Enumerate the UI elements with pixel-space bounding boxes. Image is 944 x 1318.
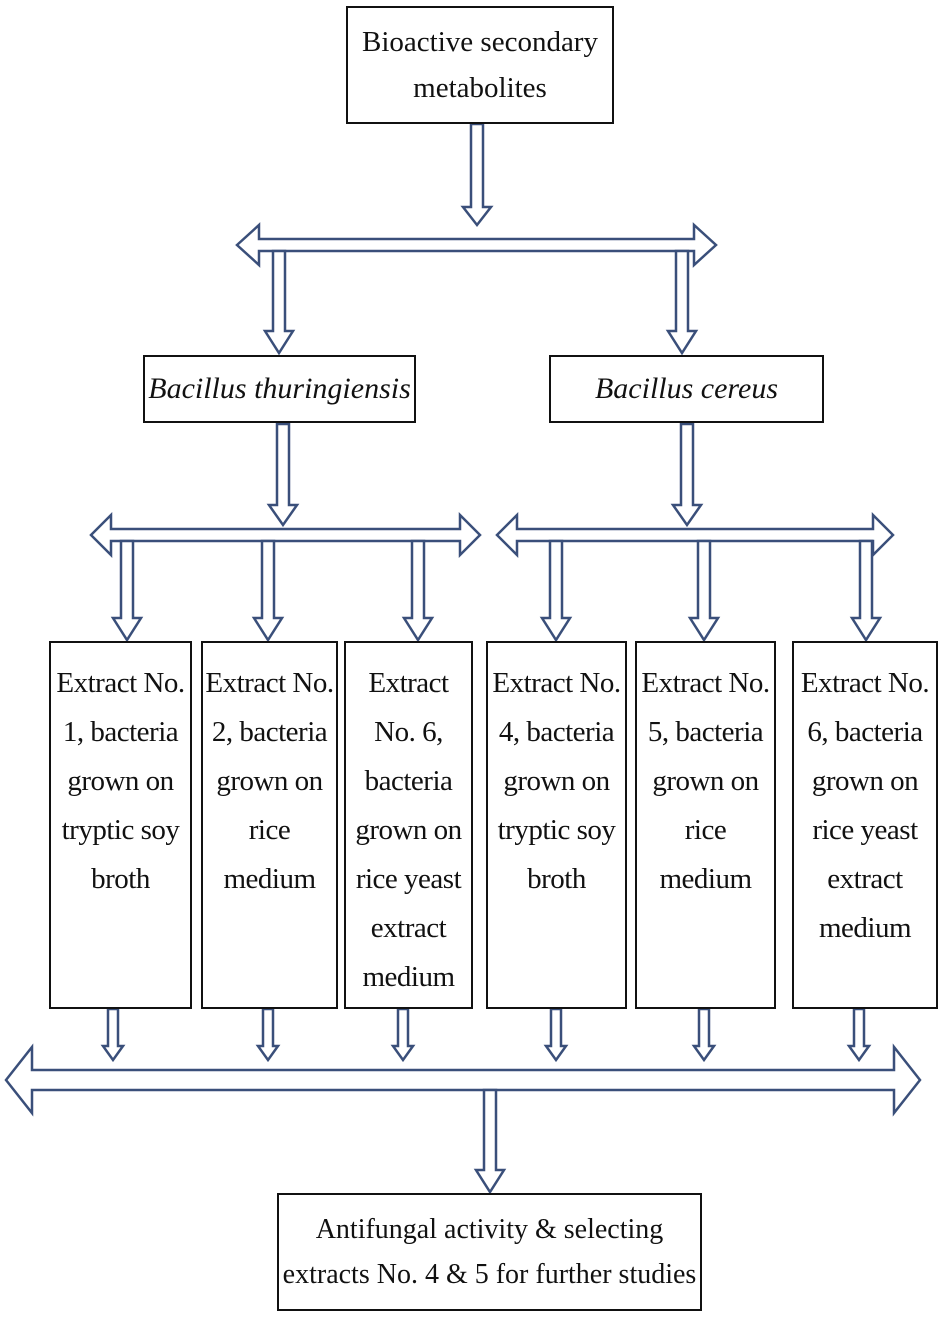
extract-label: Extract No. 6, bacteria grown on rice ye… [355,667,462,993]
root-box: Bioactive secondary metabolites [346,6,614,124]
extract-box-2: Extract No. 2, bacteria grown on rice me… [201,641,338,1009]
result-label: Antifungal activity & selecting extracts… [282,1214,697,1290]
down-arrow [539,539,573,643]
down-arrow [255,1007,281,1063]
species-label: Bacillus cereus [594,372,778,405]
down-arrow [262,249,296,356]
species-box-bacillus-thuringiensis: Bacillus thuringiensis [143,355,416,423]
down-arrow [670,422,704,528]
double-arrow [89,511,482,559]
down-arrow [687,539,721,643]
down-arrow [460,122,494,228]
down-arrow [110,539,144,643]
extract-box-5: Extract No. 5, bacteria grown on rice me… [635,641,776,1009]
down-arrow [473,1088,507,1195]
species-box-bacillus-cereus: Bacillus cereus [549,355,824,423]
extract-label: Extract No. 6, bacteria grown on rice ye… [800,667,930,944]
down-arrow [390,1007,416,1063]
double-arrow [495,511,895,559]
down-arrow [251,539,285,643]
extract-box-1: Extract No. 1, bacteria grown on tryptic… [49,641,192,1009]
extract-label: Extract No. 2, bacteria grown on rice me… [205,667,334,895]
double-arrow [4,1043,922,1117]
extract-box-6: Extract No. 6, bacteria grown on rice ye… [792,641,938,1009]
extract-label: Extract No. 1, bacteria grown on tryptic… [56,667,185,895]
down-arrow [691,1007,717,1063]
double-arrow [235,222,718,268]
down-arrow [846,1007,872,1063]
extract-label: Extract No. 4, bacteria grown on tryptic… [492,667,621,895]
extract-box-3: Extract No. 6, bacteria grown on rice ye… [344,641,473,1009]
extract-label: Extract No. 5, bacteria grown on rice me… [641,667,770,895]
down-arrow [665,249,699,356]
down-arrow [401,539,435,643]
down-arrow [100,1007,126,1063]
result-box: Antifungal activity & selecting extracts… [277,1193,702,1311]
down-arrow [266,422,300,528]
down-arrow [849,539,883,643]
extract-box-4: Extract No. 4, bacteria grown on tryptic… [486,641,627,1009]
root-label: Bioactive secondary metabolites [362,26,598,104]
down-arrow [543,1007,569,1063]
species-label: Bacillus thuringiensis [148,372,411,405]
